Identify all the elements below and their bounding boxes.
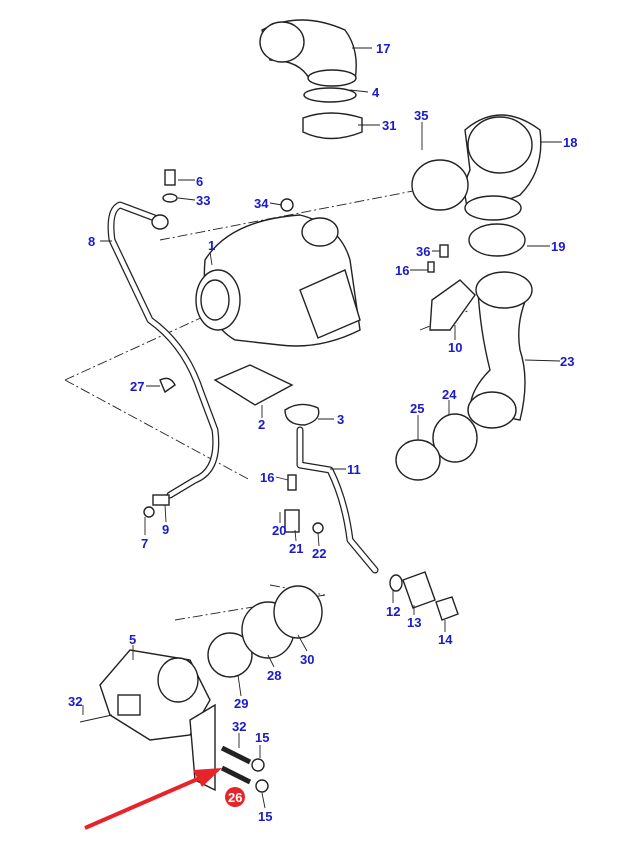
small-fittings xyxy=(143,169,449,534)
callout-18[interactable]: 18 xyxy=(563,135,577,150)
part-12-seal xyxy=(389,574,403,592)
callout-25[interactable]: 25 xyxy=(410,401,424,416)
callout-30[interactable]: 30 xyxy=(300,652,314,667)
part-29-ring xyxy=(207,632,253,678)
part-24-o-ring xyxy=(432,413,478,463)
callout-29[interactable]: 29 xyxy=(234,696,248,711)
part-5-exhaust-elbow xyxy=(99,649,211,741)
leader-lines xyxy=(82,47,562,809)
part-17-elbow-hose xyxy=(259,19,363,140)
callout-11[interactable]: 11 xyxy=(347,462,361,477)
callout-2[interactable]: 2 xyxy=(258,417,265,432)
callout-1[interactable]: 1 xyxy=(208,238,215,253)
callout-15-lower[interactable]: 15 xyxy=(258,809,272,824)
part-15-nut-lower xyxy=(255,779,269,793)
callout-14[interactable]: 14 xyxy=(438,632,453,647)
callout-27[interactable]: 27 xyxy=(130,379,144,394)
callout-35[interactable]: 35 xyxy=(414,108,428,123)
part-32-stud xyxy=(220,745,252,765)
part-14-sleeve xyxy=(435,596,459,621)
callout-3[interactable]: 3 xyxy=(337,412,344,427)
callout-9[interactable]: 9 xyxy=(162,522,169,537)
callout-21[interactable]: 21 xyxy=(289,541,303,556)
callout-17[interactable]: 17 xyxy=(376,41,390,56)
callout-7[interactable]: 7 xyxy=(141,536,148,551)
part-13-sleeve xyxy=(402,571,436,609)
callout-24[interactable]: 24 xyxy=(442,387,457,402)
highlight-arrow xyxy=(84,768,222,830)
part-1-turbocharger xyxy=(195,214,361,347)
callout-34[interactable]: 34 xyxy=(254,196,269,211)
part-8-oil-pipe xyxy=(107,201,220,499)
callout-15-upper[interactable]: 15 xyxy=(255,730,269,745)
part-32-stud-left xyxy=(79,714,113,723)
callout-13[interactable]: 13 xyxy=(407,615,421,630)
callout-23[interactable]: 23 xyxy=(560,354,574,369)
part-2-gasket xyxy=(213,364,294,406)
part-25-clamp xyxy=(395,439,441,481)
callout-16-upper[interactable]: 16 xyxy=(395,263,409,278)
callout-32-left[interactable]: 32 xyxy=(68,694,82,709)
callout-8[interactable]: 8 xyxy=(88,234,95,249)
part-23-hose xyxy=(467,271,533,429)
part-30-v-clamp xyxy=(273,585,323,639)
callout-10[interactable]: 10 xyxy=(448,340,462,355)
callout-32[interactable]: 32 xyxy=(232,719,246,734)
callout-31[interactable]: 31 xyxy=(382,118,396,133)
callout-5[interactable]: 5 xyxy=(129,632,136,647)
part-15-nut-upper xyxy=(251,758,265,772)
part-11-oil-return-pipe xyxy=(296,426,379,574)
highlight-badge-26 xyxy=(225,787,245,807)
callout-19[interactable]: 19 xyxy=(551,239,565,254)
part-18-hose xyxy=(464,114,542,221)
callout-33[interactable]: 33 xyxy=(196,193,210,208)
part-19-clamp xyxy=(468,223,526,257)
part-35-clamp xyxy=(411,159,469,211)
callout-16-lower[interactable]: 16 xyxy=(260,470,274,485)
callout-12[interactable]: 12 xyxy=(386,604,400,619)
callout-labels: 17 4 31 35 18 6 33 34 8 1 36 19 16 10 23… xyxy=(68,41,577,824)
part-3-gasket xyxy=(284,403,320,426)
bracket xyxy=(189,703,216,792)
callout-26[interactable]: 26 xyxy=(228,790,242,805)
callout-28[interactable]: 28 xyxy=(267,668,281,683)
part-10-gasket xyxy=(429,279,476,331)
callout-22[interactable]: 22 xyxy=(312,546,326,561)
callout-36[interactable]: 36 xyxy=(416,244,430,259)
callout-6[interactable]: 6 xyxy=(196,174,203,189)
part-26-stud xyxy=(220,765,252,785)
callout-4[interactable]: 4 xyxy=(372,85,380,100)
callout-20[interactable]: 20 xyxy=(272,523,286,538)
